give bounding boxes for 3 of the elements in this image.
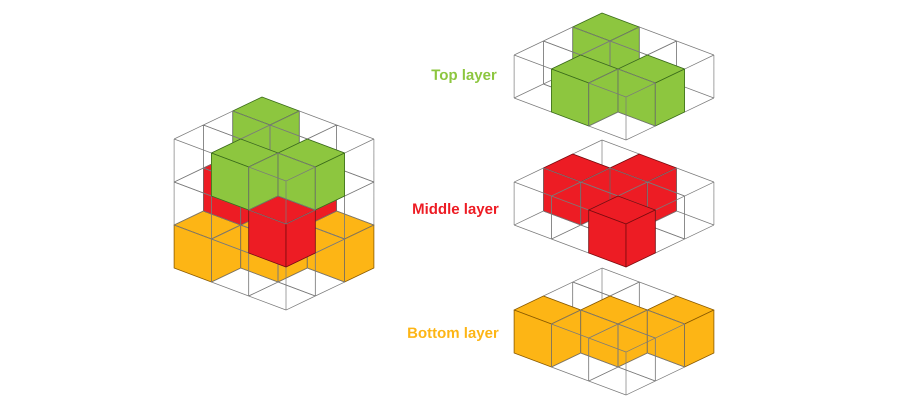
layer-label: Middle layer [413, 203, 499, 217]
layer-label: Bottom layer [408, 327, 499, 341]
layer-label: Top layer [431, 69, 497, 83]
